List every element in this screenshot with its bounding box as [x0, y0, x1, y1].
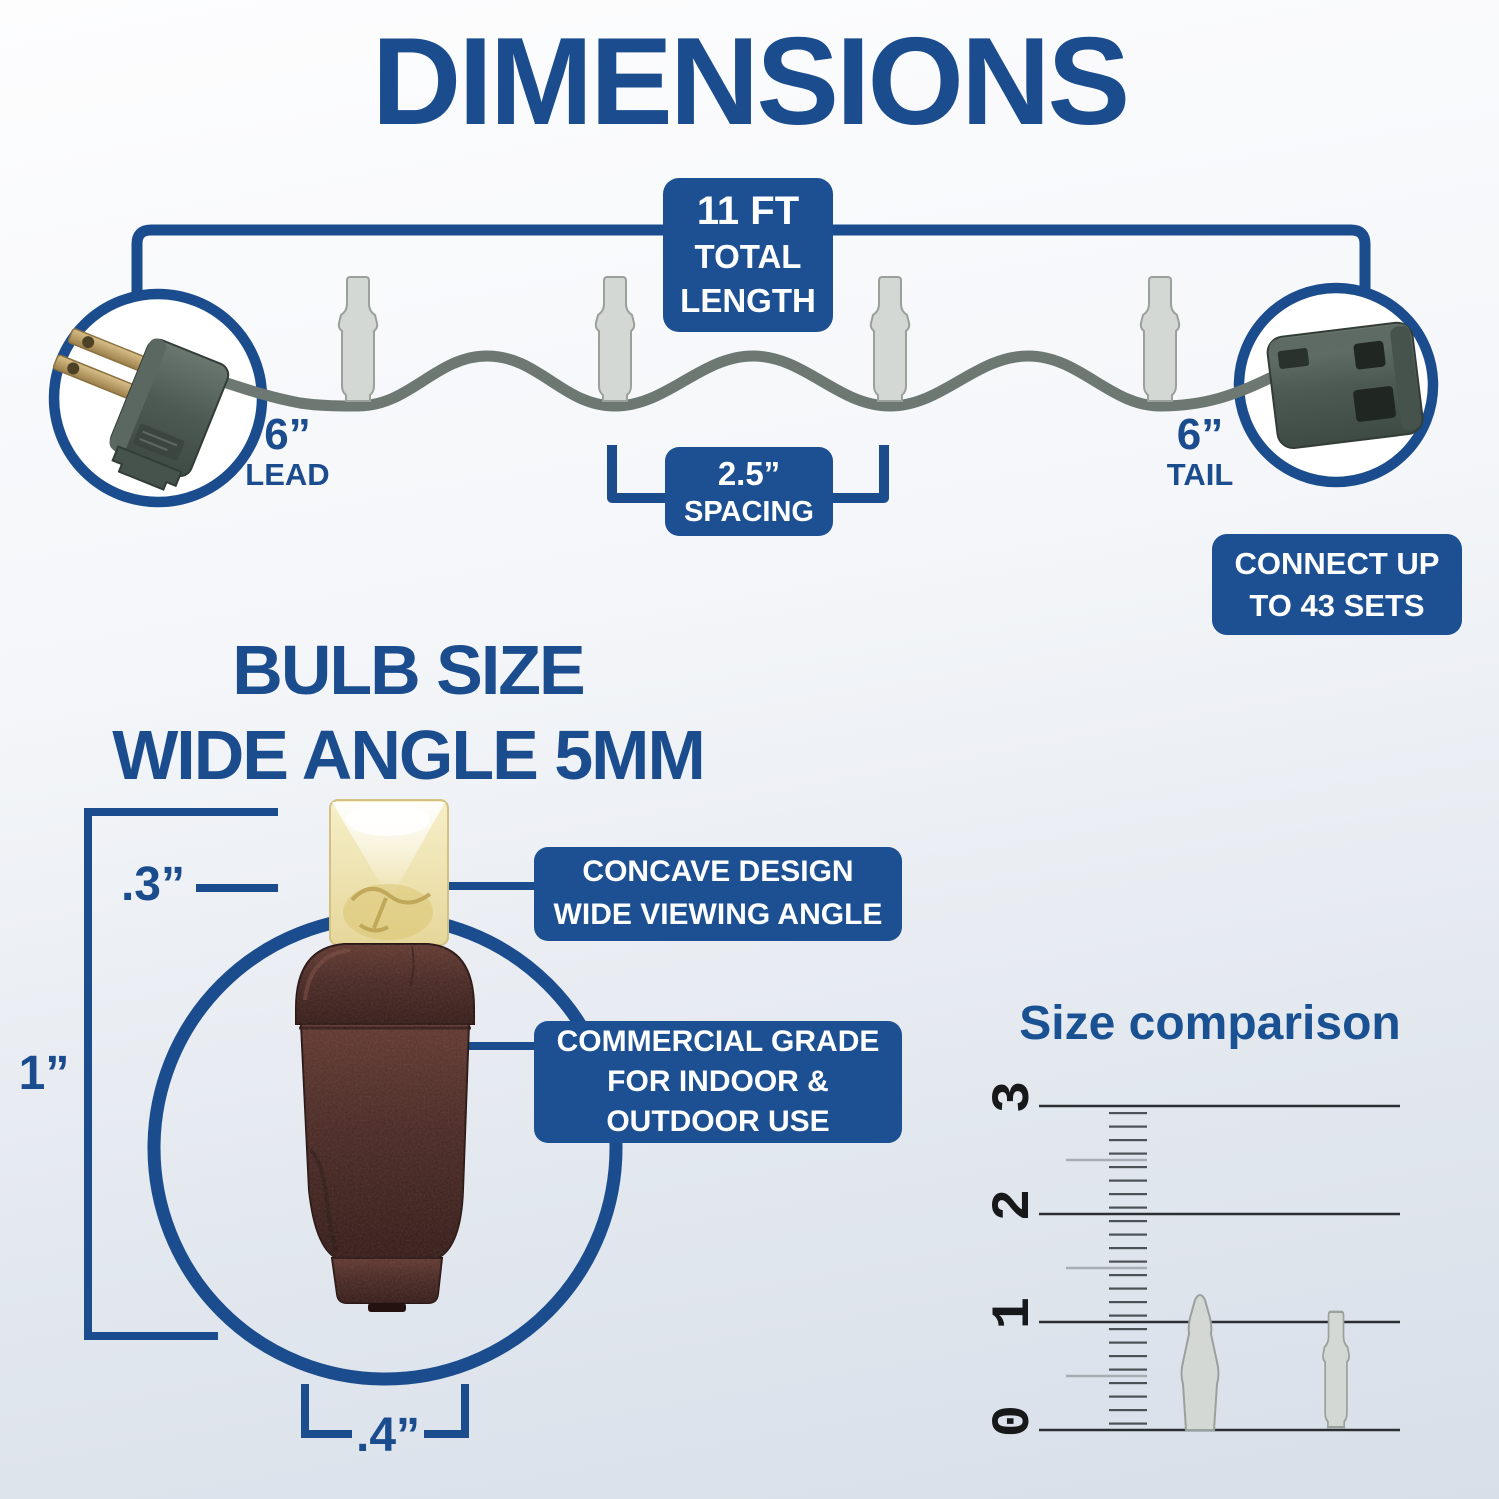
connector-icon	[1266, 321, 1424, 450]
lead-caption: LEAD	[245, 457, 330, 492]
tail-label: 6” TAIL	[1140, 413, 1260, 493]
connect-sets-line-2: TO 43 SETS	[1249, 587, 1425, 623]
string-bulb-icon	[869, 276, 911, 402]
concave-callout-line-1: CONCAVE DESIGN	[582, 855, 854, 889]
total-height-measurement: 1”	[18, 1047, 70, 1100]
commercial-callout-line-1: COMMERCIAL GRADE	[556, 1025, 880, 1059]
total-length-caption-1: TOTAL	[694, 238, 802, 276]
bulb-size-heading-line-1: BULB SIZE	[232, 631, 585, 709]
size-comparison-ruler: 3 2 1 0	[984, 1081, 1400, 1437]
spacing-value: 2.5”	[717, 454, 781, 492]
total-length-badge: 11 FT TOTAL LENGTH	[663, 178, 833, 332]
tip-height-measurement: .3”	[120, 858, 185, 911]
page-title: DIMENSIONS	[371, 13, 1130, 151]
string-bulb-icon	[337, 276, 379, 402]
ruler-label-3: 3	[984, 1081, 1045, 1113]
connect-sets-line-1: CONNECT UP	[1234, 545, 1440, 581]
commercial-callout-line-2: FOR INDOOR &	[607, 1065, 829, 1099]
tail-caption: TAIL	[1166, 457, 1234, 492]
total-length-caption-2: LENGTH	[680, 282, 816, 319]
string-bulb-icon	[594, 276, 636, 402]
lead-label: 6” LEAD	[225, 413, 350, 493]
ruler-label-2: 2	[984, 1189, 1045, 1221]
concave-callout-line-2: WIDE VIEWING ANGLE	[553, 898, 883, 931]
string-bulb-icon	[1139, 276, 1181, 402]
commercial-callout-line-3: OUTDOOR USE	[606, 1104, 830, 1138]
lead-length-value: 6”	[264, 410, 311, 459]
concave-design-callout: CONCAVE DESIGN WIDE VIEWING ANGLE	[534, 847, 902, 941]
total-length-value: 11 FT	[696, 189, 800, 234]
spacing-caption: SPACING	[684, 496, 814, 528]
led-bulb-photo	[295, 799, 475, 1312]
plug-icon	[52, 328, 230, 491]
commercial-grade-callout: COMMERCIAL GRADE FOR INDOOR & OUTDOOR US…	[534, 1021, 902, 1143]
comparison-bulb-incandescent	[1180, 1294, 1220, 1431]
spacing-badge: 2.5” SPACING	[665, 447, 833, 536]
connect-sets-badge: CONNECT UP TO 43 SETS	[1212, 534, 1462, 635]
ruler-label-1: 1	[984, 1297, 1045, 1329]
comparison-bulb-led	[1321, 1310, 1351, 1429]
tail-length-value: 6”	[1176, 410, 1224, 459]
bulb-size-heading: BULB SIZE WIDE ANGLE 5MM	[78, 628, 738, 799]
measurement-lines	[84, 808, 534, 1438]
size-comparison-title: Size comparison	[1019, 997, 1401, 1050]
width-measurement: .4”	[355, 1409, 421, 1462]
ruler-label-0: 0	[984, 1405, 1045, 1437]
string-wire	[186, 350, 1276, 412]
bulb-size-heading-line-2: WIDE ANGLE 5MM	[112, 716, 706, 795]
